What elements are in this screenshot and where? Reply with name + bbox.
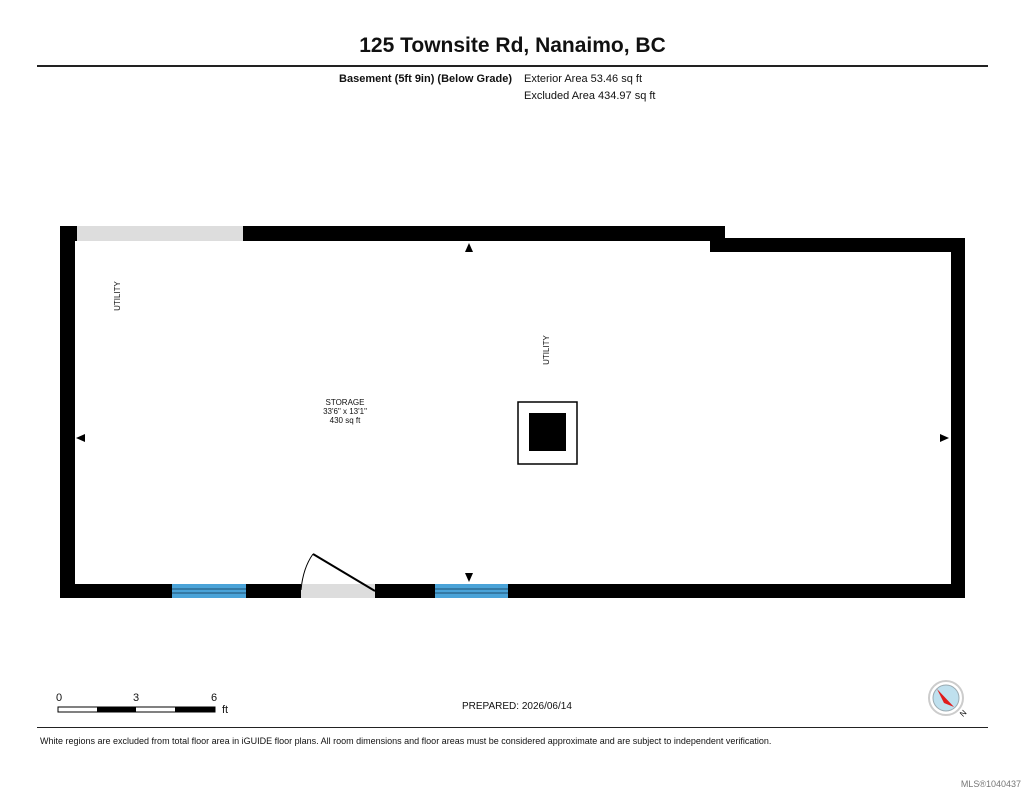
door-opening (301, 584, 375, 598)
door-swing (300, 553, 376, 592)
footer-divider (37, 727, 988, 728)
scale-tick-3: 3 (133, 692, 140, 704)
scale-unit: ft (222, 704, 229, 716)
top-opening (77, 226, 243, 241)
window-left (172, 584, 246, 598)
room-area: 430 sq ft (330, 416, 361, 425)
scale-bar (57, 706, 216, 713)
arrow-left (76, 434, 85, 442)
prepared-date: PREPARED: 2026/06/14 (462, 701, 572, 712)
scale-tick-0: 0 (56, 692, 63, 704)
chimney-core (529, 413, 566, 451)
wall-left (60, 226, 75, 598)
level-name: Basement (5ft 9in) (Below Grade) (339, 73, 512, 85)
window-right (435, 584, 508, 598)
arrow-right (940, 434, 949, 442)
room-name: STORAGE (326, 398, 365, 407)
wall-bottom-1 (60, 584, 172, 598)
wall-bottom-3 (375, 584, 435, 598)
arrow-top (465, 243, 473, 252)
header-divider (37, 65, 988, 67)
wall-top (243, 226, 725, 241)
disclaimer: White regions are excluded from total fl… (40, 736, 772, 746)
wall-bottom-2 (246, 584, 301, 598)
compass-icon (928, 680, 964, 716)
wall-bottom-4 (508, 584, 965, 598)
utility-label-left: UTILITY (113, 280, 122, 310)
utility-label-center: UTILITY (542, 334, 551, 364)
scale-tick-6: 6 (211, 692, 218, 704)
compass-north-label: N (958, 708, 969, 719)
walls (60, 226, 965, 598)
exterior-area: Exterior Area 53.46 sq ft (524, 73, 643, 85)
wall-right (951, 238, 965, 598)
wall-step (710, 226, 725, 252)
page-title: 125 Townsite Rd, Nanaimo, BC (359, 34, 666, 57)
mls-number: MLS®1040437 (960, 779, 1021, 789)
arrow-bottom (465, 573, 473, 582)
excluded-area: Excluded Area 434.97 sq ft (524, 90, 656, 102)
wall-top-right (710, 238, 965, 252)
room-dimensions: 33'6" x 13'1" (323, 407, 367, 416)
